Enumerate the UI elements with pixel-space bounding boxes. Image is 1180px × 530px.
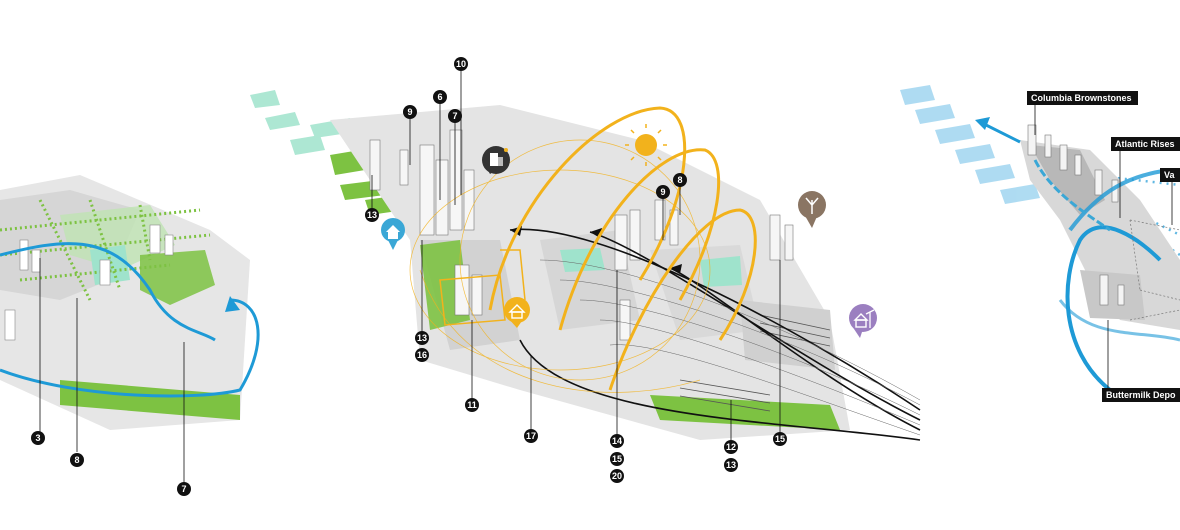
- label-tag: Va: [1160, 168, 1180, 182]
- marker: 11: [465, 398, 479, 412]
- svg-text:15: 15: [612, 454, 622, 464]
- svg-text:Atlantic Rises: Atlantic Rises: [1115, 139, 1175, 149]
- svg-text:13: 13: [417, 333, 427, 343]
- svg-text:12: 12: [726, 442, 736, 452]
- svg-text:13: 13: [367, 210, 377, 220]
- left-markers: 3 8 7: [31, 431, 191, 496]
- marker: 7: [448, 109, 462, 123]
- marker: 20: [610, 469, 624, 483]
- svg-text:11: 11: [467, 400, 477, 410]
- svg-text:15: 15: [775, 434, 785, 444]
- svg-text:9: 9: [407, 107, 412, 117]
- building-icon: [482, 146, 510, 174]
- marker: 9: [403, 105, 417, 119]
- svg-text:10: 10: [456, 59, 466, 69]
- marker: 13: [724, 458, 738, 472]
- house-icon: [381, 218, 405, 250]
- svg-text:14: 14: [612, 436, 622, 446]
- marker: 13: [365, 208, 379, 222]
- marker: 9: [656, 185, 670, 199]
- svg-text:20: 20: [612, 471, 622, 481]
- center-axonometric-diagram: [250, 71, 921, 441]
- label-tag: Atlantic Rises: [1111, 137, 1180, 151]
- marker: 8: [70, 453, 84, 467]
- svg-text:9: 9: [660, 187, 665, 197]
- svg-text:8: 8: [74, 455, 79, 465]
- marker: 6: [433, 90, 447, 104]
- right-labels: Columbia Brownstones Atlantic Rises Va B…: [1027, 91, 1180, 402]
- center-markers: 10 9 6 7 13 9 8 13 16 11 17 14 15 20 12 …: [365, 57, 787, 483]
- marker: 12: [724, 440, 738, 454]
- svg-text:7: 7: [452, 111, 457, 121]
- svg-text:Columbia Brownstones: Columbia Brownstones: [1031, 93, 1132, 103]
- right-axonometric-diagram: [900, 85, 1180, 392]
- label-tag: Columbia Brownstones: [1027, 91, 1138, 105]
- home-plant-icon: [504, 297, 530, 328]
- svg-text:3: 3: [35, 433, 40, 443]
- marker: 7: [177, 482, 191, 496]
- svg-text:Buttermilk Depo: Buttermilk Depo: [1106, 390, 1176, 400]
- marker: 17: [524, 429, 538, 443]
- center-icons: [381, 146, 877, 338]
- marker: 14: [610, 434, 624, 448]
- svg-text:17: 17: [526, 431, 536, 441]
- svg-text:Va: Va: [1164, 170, 1176, 180]
- left-axonometric-diagram: [0, 175, 260, 482]
- svg-text:16: 16: [417, 350, 427, 360]
- marker: 3: [31, 431, 45, 445]
- sun-icon: [625, 124, 667, 166]
- marker: 10: [454, 57, 468, 71]
- tree-icon: [798, 191, 826, 228]
- marker: 16: [415, 348, 429, 362]
- label-tag: Buttermilk Depo: [1102, 388, 1180, 402]
- svg-text:6: 6: [437, 92, 442, 102]
- marker: 8: [673, 173, 687, 187]
- svg-text:7: 7: [181, 484, 186, 494]
- marker: 15: [773, 432, 787, 446]
- marker: 13: [415, 331, 429, 345]
- house-wind-icon: [849, 304, 877, 338]
- svg-text:8: 8: [677, 175, 682, 185]
- svg-text:13: 13: [726, 460, 736, 470]
- marker: 15: [610, 452, 624, 466]
